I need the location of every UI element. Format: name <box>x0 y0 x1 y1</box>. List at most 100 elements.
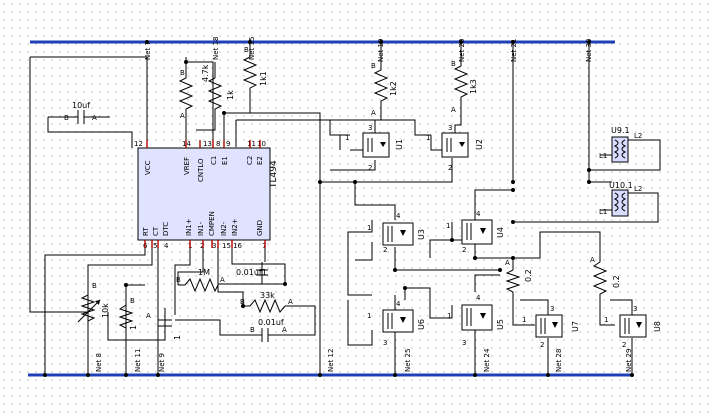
u10-label: U10.1 <box>609 181 633 190</box>
u2-pin1: 1 <box>426 134 430 142</box>
u8-pin3: 3 <box>633 305 637 313</box>
resistor-10k[interactable]: 10k B <box>77 282 110 330</box>
pin-cmpen: CMPEN <box>208 211 216 236</box>
pin-num-14: 14 <box>182 140 191 148</box>
net25-label: Net 25 <box>404 349 412 372</box>
pin-num-7: 7 <box>262 242 266 250</box>
net18-label: Net 18 <box>212 37 220 60</box>
mosfet-u7[interactable]: U7 1 3 2 <box>522 305 580 349</box>
pin-c1: C1 <box>210 156 218 165</box>
resistor-1k1[interactable]: 1k1 B <box>242 46 268 92</box>
resistor-1k2[interactable]: 1k2 B A <box>371 55 398 117</box>
pin-num-9: 9 <box>226 140 230 148</box>
u4-pin1: 1 <box>446 222 450 230</box>
u2-pin2: 2 <box>448 164 452 172</box>
u4-pin4: 4 <box>476 210 481 218</box>
u5-pin1: 1 <box>447 312 451 320</box>
wires <box>29 42 661 375</box>
pin-rt: RT <box>142 227 150 236</box>
resistor-1m[interactable]: 1M B A <box>176 268 225 293</box>
r9-pin-b: B <box>130 297 135 305</box>
pin-in1m: IN1- <box>197 221 205 236</box>
u9-pin-l2: L2 <box>634 132 642 140</box>
u6-label: U6 <box>417 319 426 330</box>
pin-num-8: 8 <box>216 140 220 148</box>
r5-value: 1k3 <box>469 79 478 94</box>
u1-label: U1 <box>395 139 404 150</box>
u3-label: U3 <box>417 229 426 240</box>
r10-value: 0.2 <box>524 269 533 282</box>
c3-pin-a: A <box>282 326 287 334</box>
tl494-chip[interactable]: TL494 VCC VREF CNTLO C1 E1 C2 E2 RT CT D… <box>134 140 279 250</box>
c3-pin-b: B <box>250 326 255 334</box>
r6-pin-a: A <box>220 276 225 284</box>
resistor-4-7k[interactable]: 4.7k B A <box>178 62 210 120</box>
u5-pin4: 4 <box>476 294 481 302</box>
mosfet-u1[interactable]: U1 1 3 2 <box>345 124 404 172</box>
capacitor-0-01uf[interactable]: 0.01uf B A <box>243 318 290 342</box>
u3-pin2: 2 <box>383 246 387 254</box>
capacitor-1[interactable]: 1 A <box>146 312 182 340</box>
u4-label: U4 <box>496 227 505 238</box>
r6-value: 1M <box>198 268 210 277</box>
r1-value: 4.7k <box>201 64 210 82</box>
u3-pin4: 4 <box>396 212 401 220</box>
pin-in1p: IN1+ <box>185 218 193 236</box>
resistor-1k[interactable]: 1k <box>207 77 235 112</box>
capacitor-10uf[interactable]: 10uf B A <box>64 101 97 124</box>
net20-label: Net 20 <box>458 39 466 62</box>
u8-pin2: 2 <box>622 341 626 349</box>
inductor-u10[interactable]: U10.1 L1 L2 <box>599 181 642 217</box>
u2-label: U2 <box>475 139 484 150</box>
resistor-1k3[interactable]: 1k3 B A <box>451 55 478 114</box>
u6-pin3: 3 <box>383 339 387 347</box>
pin-num-4: 4 <box>164 242 169 250</box>
r9-value: 1 <box>129 325 138 330</box>
pin-e1: E1 <box>221 156 229 165</box>
pin-num-13: 13 <box>203 140 212 148</box>
c1-pin-b: B <box>64 114 69 122</box>
r7-pin-a: A <box>288 298 293 306</box>
r6-pin-b: B <box>176 276 181 284</box>
u7-pin1: 1 <box>522 316 526 324</box>
pin-num-15: 15 <box>222 242 231 250</box>
net7-label: Net 7 <box>144 41 152 60</box>
c2-value: 0.01uf1 <box>236 268 267 277</box>
pin-num-16: 16 <box>233 242 242 250</box>
r10-pin-a: A <box>505 259 510 267</box>
ic-pin-stubs <box>144 140 266 248</box>
net8-label: Net 8 <box>95 353 103 372</box>
mosfet-u2[interactable]: U2 1 3 2 <box>426 124 484 172</box>
igbt-u5[interactable]: U5 1 4 3 <box>447 294 505 347</box>
igbt-u6[interactable]: U6 1 4 3 <box>367 300 426 347</box>
igbt-u4[interactable]: U4 1 4 2 <box>446 210 505 254</box>
r7-pin-b: B <box>240 298 245 306</box>
r3-value: 1k1 <box>259 71 268 86</box>
resistor-0-2-left[interactable]: 0.2 A <box>505 259 533 293</box>
mosfet-u8[interactable]: U8 1 3 2 <box>604 305 662 349</box>
pin-in2p: IN2+ <box>231 218 239 236</box>
u9-pin-l1: L1 <box>599 152 607 160</box>
pin-cntlo: CNTLO <box>197 158 205 182</box>
r11-pin-a: A <box>590 256 595 264</box>
pin-e2: E2 <box>256 156 264 165</box>
net24-label: Net 24 <box>483 348 491 372</box>
resistor-1[interactable]: 1 B <box>118 297 138 335</box>
r2-value: 1k <box>226 90 235 100</box>
r4-pin-a: A <box>371 109 376 117</box>
igbt-u3[interactable]: U3 1 4 2 <box>367 212 426 254</box>
u10-pin-l2: L2 <box>634 185 642 193</box>
capacitor-0-01uf1[interactable]: 0.01uf1 <box>236 262 268 284</box>
u2-pin3: 3 <box>448 124 452 132</box>
net12-label: Net 12 <box>327 349 335 372</box>
u1-pin1: 1 <box>345 134 349 142</box>
resistor-33k[interactable]: 33k B A <box>240 291 293 314</box>
u6-pin1: 1 <box>367 312 371 320</box>
c3-value: 0.01uf <box>258 318 284 327</box>
r5-pin-a: A <box>451 106 456 114</box>
resistor-0-2-right[interactable]: 0.2 A <box>590 256 621 300</box>
u7-pin2: 2 <box>540 341 544 349</box>
c1-pin-a: A <box>92 114 97 122</box>
inductor-u9[interactable]: U9.1 L1 L2 <box>599 126 642 163</box>
r1-pin-a: A <box>180 112 185 120</box>
